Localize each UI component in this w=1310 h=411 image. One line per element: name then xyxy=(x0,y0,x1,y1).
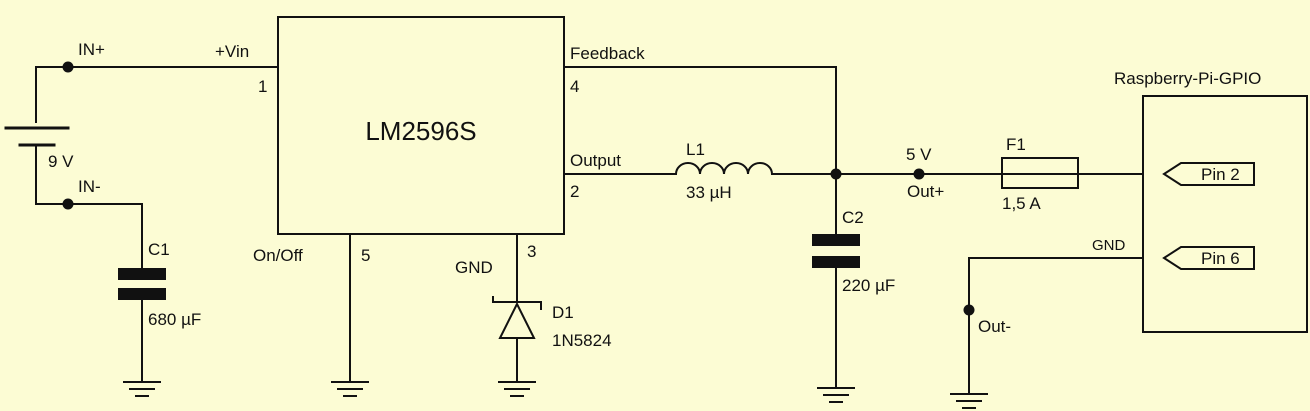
ic-name: LM2596S xyxy=(365,116,476,146)
c2-name: C2 xyxy=(842,208,864,227)
in-plus-node xyxy=(62,61,74,73)
pin-onoff-label: On/Off xyxy=(253,246,303,265)
pin-vin-label: +Vin xyxy=(215,42,249,61)
diode-d1: D1 1N5824 xyxy=(492,233,612,397)
capacitor-c1: C1 680 µF xyxy=(118,240,201,397)
out-plus-node xyxy=(913,168,925,180)
d1-name: D1 xyxy=(552,303,574,322)
in-plus-label: IN+ xyxy=(78,40,105,59)
f1-value: 1,5 A xyxy=(1002,194,1041,213)
l1-value: 33 µH xyxy=(686,183,732,202)
out-plus-label: Out+ xyxy=(907,182,944,201)
battery-voltage-label: 9 V xyxy=(48,152,74,171)
pin-vin-number: 1 xyxy=(258,77,267,96)
gpio-pin2-label: Pin 2 xyxy=(1201,165,1240,184)
output-junction-node xyxy=(830,168,842,180)
c1-name: C1 xyxy=(148,240,170,259)
l1-name: L1 xyxy=(686,140,705,159)
pin-output-number: 2 xyxy=(570,182,579,201)
raspberry-pi-gpio: Raspberry-Pi-GPIO Pin 2 Pin 6 xyxy=(1114,69,1308,333)
battery-input: IN+ IN- 9 V xyxy=(4,40,279,269)
d1-part: 1N5824 xyxy=(552,331,612,350)
gpio-title: Raspberry-Pi-GPIO xyxy=(1114,69,1261,88)
pin-gnd-number: 3 xyxy=(527,242,536,261)
out-minus-node xyxy=(963,304,975,316)
pin-onoff-number: 5 xyxy=(361,246,370,265)
output-gnd-label: GND xyxy=(1092,237,1126,254)
in-minus-node xyxy=(62,198,74,210)
pin-feedback-label: Feedback xyxy=(570,44,645,63)
pin2-connector-icon xyxy=(1162,162,1255,186)
out-minus-label: Out- xyxy=(978,317,1011,336)
output-voltage-label: 5 V xyxy=(906,145,932,164)
output-ground: Out- GND xyxy=(950,237,1165,409)
in-minus-label: IN- xyxy=(78,177,101,196)
fuse-f1: F1 1,5 A xyxy=(1001,135,1165,213)
gpio-pin6-label: Pin 6 xyxy=(1201,249,1240,268)
pin-feedback-number: 4 xyxy=(570,77,579,96)
onoff-ground xyxy=(331,233,369,397)
inductor-l1: L1 33 µH xyxy=(563,140,1001,202)
c1-value: 680 µF xyxy=(148,310,201,329)
pin-output-label: Output xyxy=(570,151,621,170)
ic-lm2596s: LM2596S +Vin 1 Feedback 4 Output 2 On/Of… xyxy=(215,16,645,277)
capacitor-c2: C2 220 µF xyxy=(812,208,895,403)
f1-name: F1 xyxy=(1006,135,1026,154)
diode-d1-icon xyxy=(498,301,536,339)
pin6-connector-icon xyxy=(1162,246,1255,270)
c2-value: 220 µF xyxy=(842,276,895,295)
pin-gnd-label: GND xyxy=(455,258,493,277)
